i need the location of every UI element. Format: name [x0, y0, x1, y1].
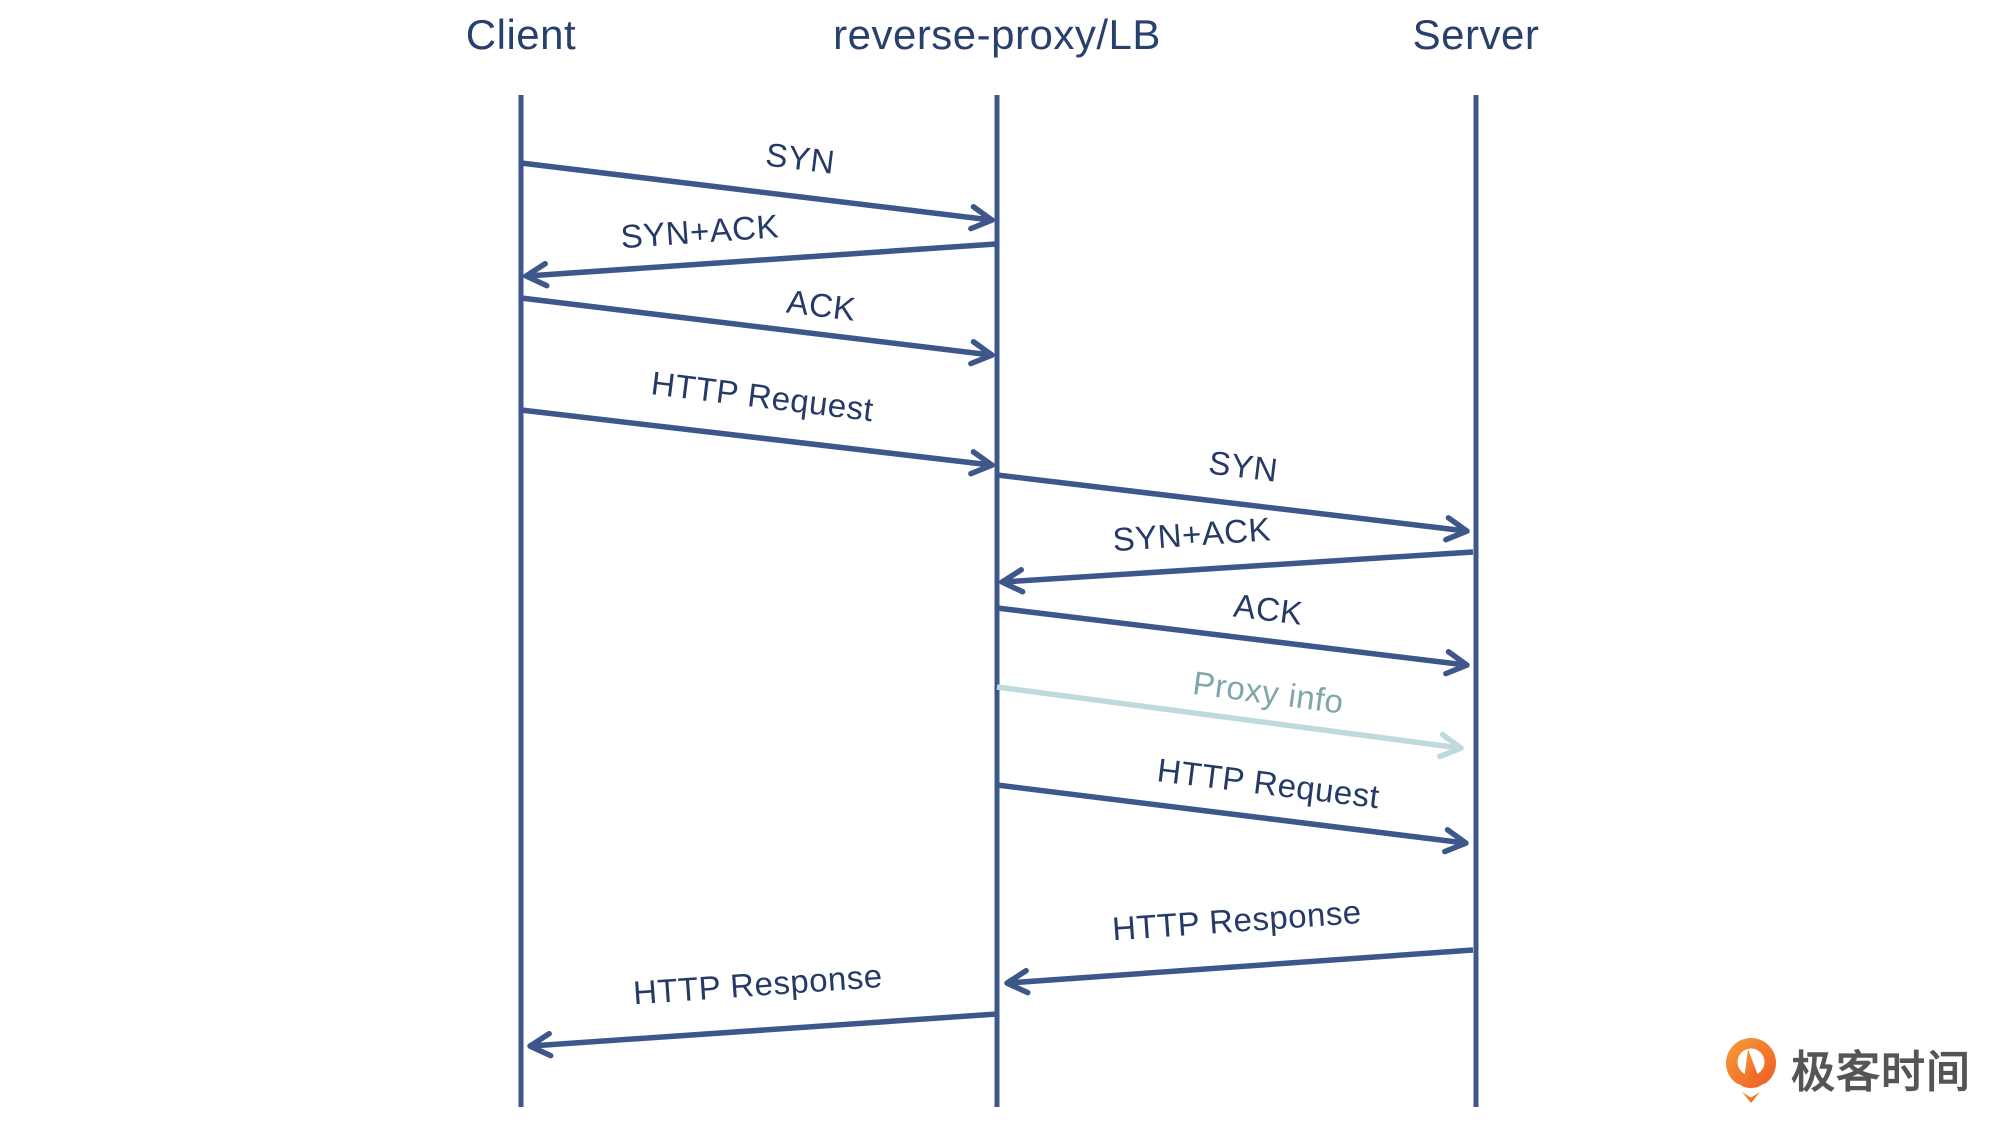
actor-label-proxy: reverse-proxy/LB	[833, 11, 1161, 58]
message-arrow-http-request-proxy-to-server	[996, 782, 1469, 855]
logo-text: 极客时间	[1791, 1047, 1971, 1097]
message-label: HTTP Response	[632, 957, 884, 1011]
message-arrow-syn-proxy-to-server	[996, 472, 1470, 543]
message-label: SYN+ACK	[1111, 510, 1272, 558]
message-arrow-syn-ack-proxy-to-client	[523, 241, 997, 289]
message-label: HTTP Response	[1111, 893, 1363, 947]
message-label: Proxy info	[1191, 664, 1346, 720]
actor-label-server: Server	[1412, 11, 1540, 58]
message-arrow-proxy-info-proxy-to-server	[996, 684, 1464, 760]
message-arrow-ack-proxy-to-server	[996, 605, 1470, 677]
message-arrow-http-response-server-to-proxy	[1004, 947, 1474, 996]
message-label: ACK	[785, 283, 858, 328]
message-label: HTTP Request	[1155, 751, 1381, 815]
actor-label-client: Client	[465, 11, 577, 58]
message-label: SYN	[764, 136, 837, 181]
message-arrow-ack-client-to-proxy	[520, 295, 995, 367]
message-arrow-http-request-client-to-proxy	[520, 407, 995, 477]
message-label: SYN	[1207, 444, 1280, 489]
message-arrow-http-response-proxy-to-client	[527, 1011, 998, 1059]
message-label: SYN+ACK	[619, 207, 780, 255]
message-label: HTTP Request	[649, 364, 875, 428]
lifelines	[518, 95, 1479, 1107]
message-arrows	[520, 160, 1474, 1059]
logo-geektime: 极客时间	[1724, 1036, 1971, 1109]
message-arrow-syn-client-to-proxy	[520, 160, 995, 232]
message-arrow-syn-ack-server-to-proxy	[999, 549, 1474, 595]
message-label: ACK	[1232, 587, 1305, 632]
geektime-logo-icon	[1724, 1036, 1778, 1109]
